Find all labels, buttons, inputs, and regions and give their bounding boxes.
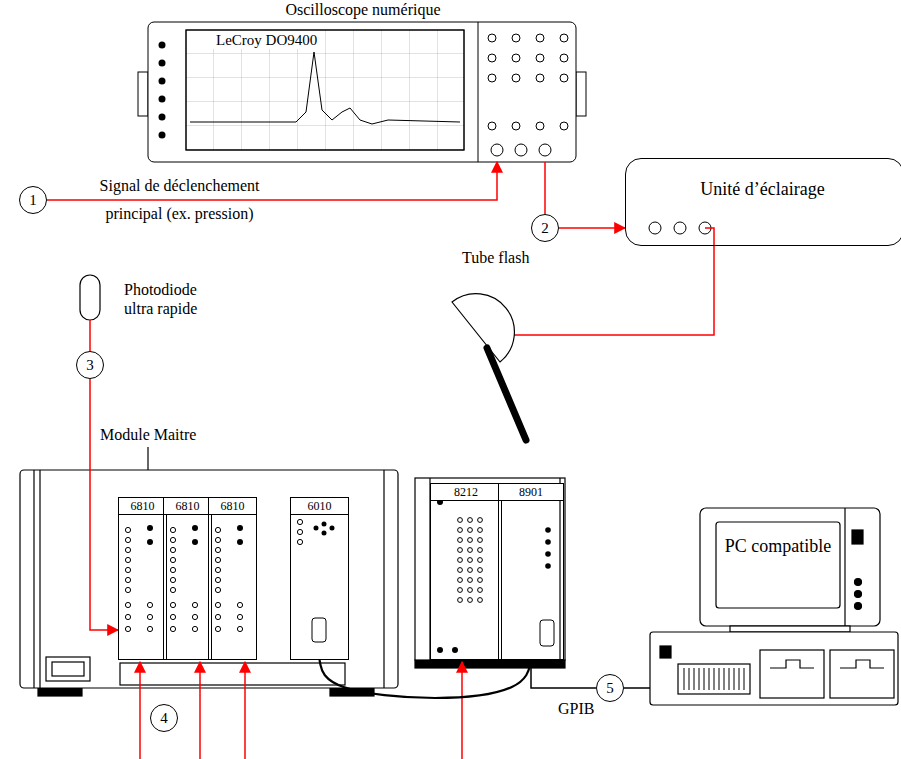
module-details <box>125 487 554 653</box>
module-card: 6810 <box>163 497 212 660</box>
input-lines <box>140 662 462 759</box>
bus-label: GPIB <box>558 699 594 718</box>
photodiode <box>80 275 100 351</box>
module-number: 6810 <box>164 498 211 515</box>
callout-circle: 4 <box>150 704 178 732</box>
part-label: Tube flash <box>462 248 529 267</box>
part-label: Module Maitre <box>100 425 196 444</box>
signal-wire <box>90 379 118 630</box>
part-label: Photodiode ultra rapide <box>124 280 224 318</box>
callout-number: 2 <box>541 221 549 236</box>
module-card: 6810 <box>118 497 167 660</box>
signal-wire <box>544 162 546 214</box>
pc-label: PC compatible <box>720 536 836 558</box>
callout-number: 4 <box>160 711 168 726</box>
callout-number: 5 <box>606 681 614 696</box>
module-number: 8901 <box>499 484 563 501</box>
module-card: 6810 <box>208 497 257 660</box>
flash-wire <box>514 228 714 335</box>
callout-number: 1 <box>29 193 37 208</box>
gpib-crate <box>415 478 565 668</box>
module-number: 6010 <box>291 498 348 515</box>
lighting-connectors <box>649 222 711 234</box>
signal-wire <box>531 660 596 688</box>
screen-label: LeCroy DO9400 <box>212 31 321 49</box>
module-card: 8212 <box>430 483 502 660</box>
unit-label: Unité d’éclairage <box>626 179 899 201</box>
device-title: Oscilloscope numérique <box>136 0 590 19</box>
oscilloscope: Oscilloscope numériqueLeCroy DO9400 <box>136 0 590 162</box>
callout-number: 3 <box>86 358 94 373</box>
lighting-unit: Unité d’éclairage <box>625 158 901 246</box>
module-number: 8212 <box>431 484 501 501</box>
oscilloscope-drawing <box>138 22 586 162</box>
signal-label: Signal de déclenchement principal (ex. p… <box>72 172 287 228</box>
module-number: 6810 <box>119 498 166 515</box>
pc-computer: PC compatible <box>650 500 898 705</box>
module-card: 6010 <box>290 497 349 660</box>
module-number: 6810 <box>209 498 256 515</box>
flash-tube <box>452 294 526 440</box>
signal-wire <box>320 660 532 698</box>
pc-drawing <box>650 508 898 705</box>
callout-circle: 1 <box>19 186 47 214</box>
callout-circle: 3 <box>76 351 104 379</box>
camac-crate <box>20 470 398 696</box>
module-card: 8901 <box>498 483 564 660</box>
signal-wire <box>559 227 625 229</box>
signal-wire <box>624 687 650 689</box>
callout-circle: 5 <box>596 674 624 702</box>
callout-circle: 2 <box>531 214 559 242</box>
